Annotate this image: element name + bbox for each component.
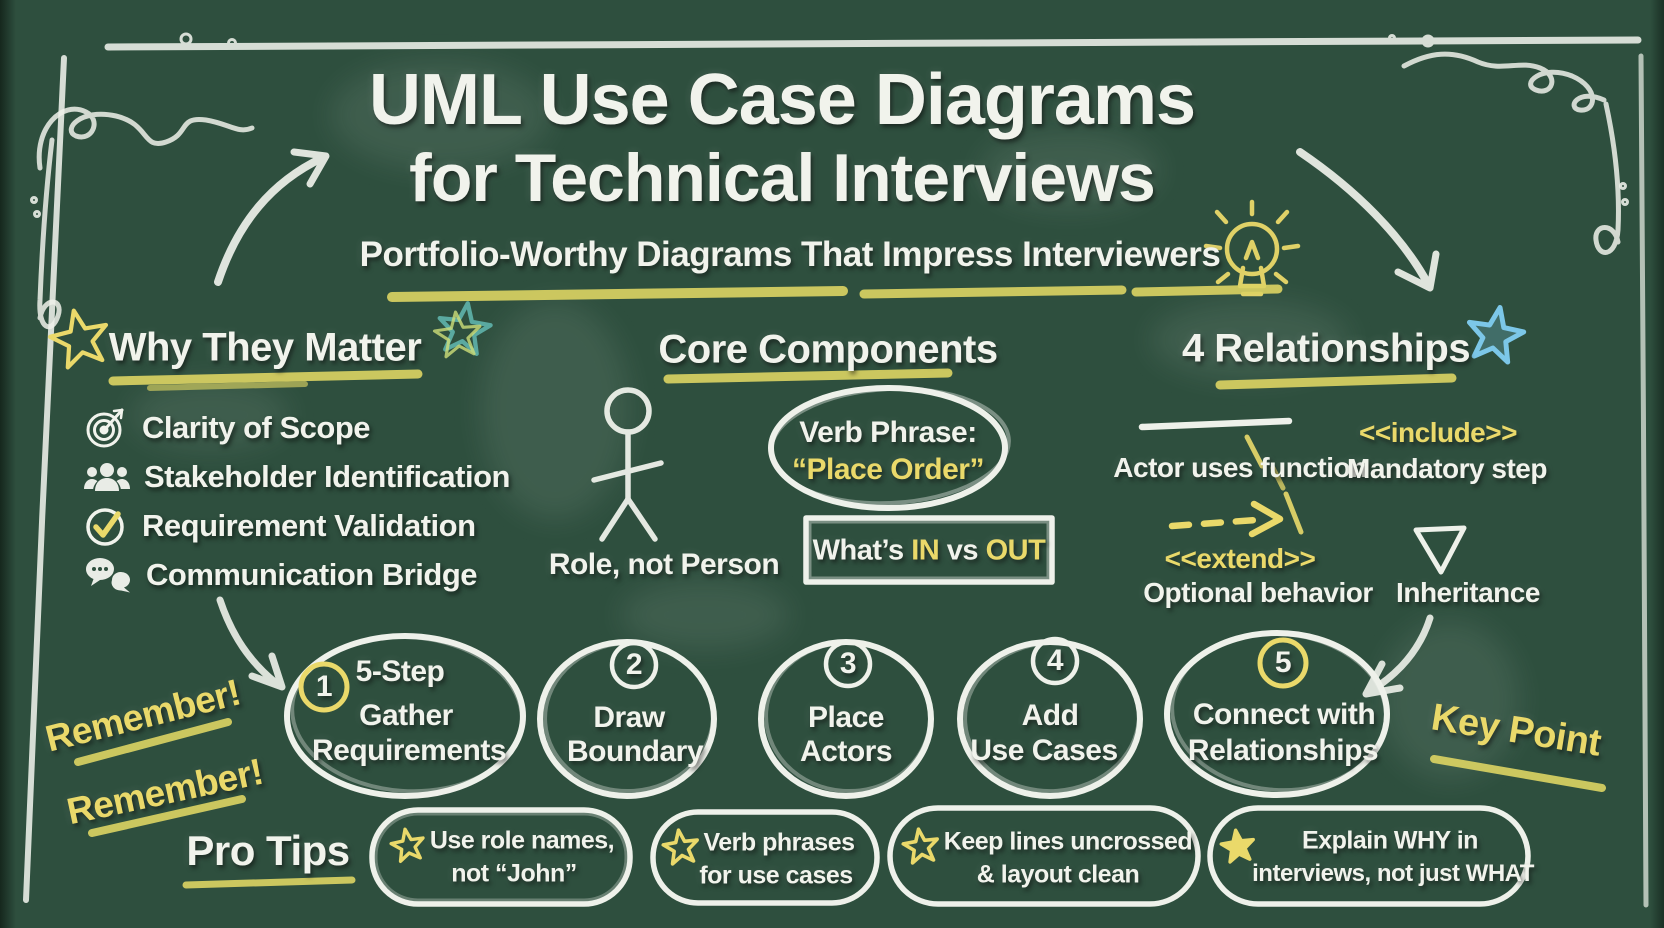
use-case-label-line2: “Place Order” xyxy=(792,453,984,486)
generalization-triangle-icon xyxy=(1413,525,1467,575)
section-heading-relationships: 4 Relationships xyxy=(1181,326,1471,371)
step-number: 4 xyxy=(1046,644,1064,677)
why-item-label: Communication Bridge xyxy=(146,557,478,592)
actor-figure xyxy=(591,387,664,542)
page-subtitle: Portfolio-Worthy Diagrams That Impress I… xyxy=(359,235,1221,274)
step-number: 2 xyxy=(625,648,643,681)
boundary-label-out: OUT xyxy=(985,534,1046,567)
board-edge-shadow-right xyxy=(1650,0,1664,928)
boundary-label-in: IN xyxy=(911,534,940,567)
star-icon-why-left xyxy=(48,308,109,370)
pro-tip-label: Use role names, xyxy=(429,826,615,855)
why-item: Stakeholder Identification xyxy=(84,455,510,499)
board-edge-shadow-left xyxy=(0,0,16,928)
check-circle-icon xyxy=(86,508,124,546)
step-label: Gather xyxy=(359,699,453,732)
why-item: Requirement Validation xyxy=(84,504,476,548)
use-case-label-line1: Verb Phrase: xyxy=(799,416,977,449)
chalk-smudge xyxy=(1150,300,1350,380)
section-heading-core: Core Components xyxy=(658,327,998,372)
pro-tip-label: Explain WHY in xyxy=(1302,826,1478,855)
pro-tip-star-icons xyxy=(389,827,1255,866)
inheritance-label: Inheritance xyxy=(1396,577,1540,608)
steps-intro-label: 5-Step xyxy=(355,655,445,688)
title-arrow-right xyxy=(1296,148,1440,292)
step-number-badges xyxy=(298,636,1309,713)
step-label: Relationships xyxy=(1187,734,1379,767)
step-number: 3 xyxy=(839,647,857,680)
step-label: Requirements xyxy=(311,734,507,767)
pro-tip-label: interviews, not just WHAT xyxy=(1252,860,1534,887)
target-icon xyxy=(86,408,124,448)
pro-tip-label: not “John” xyxy=(451,859,577,888)
why-item: Communication Bridge xyxy=(84,553,478,597)
why-item-label: Requirement Validation xyxy=(142,508,476,543)
star-icon-why-right xyxy=(432,301,493,359)
actor-caption: Role, not Person xyxy=(548,548,780,581)
chalk-smudge xyxy=(130,380,290,450)
why-item-label: Clarity of Scope xyxy=(142,410,371,445)
step-number: 5 xyxy=(1274,646,1292,679)
step-number: 1 xyxy=(315,670,333,703)
system-boundary-box xyxy=(803,515,1055,585)
include-tag: <<include>> xyxy=(1359,417,1517,448)
chalk-smudge xyxy=(330,60,550,170)
extend-tag: <<extend>> xyxy=(1164,543,1316,574)
pro-tip-label: & layout clean xyxy=(976,860,1140,889)
speech-bubbles-icon xyxy=(85,558,130,593)
corner-flourish-right xyxy=(1401,51,1621,255)
step-label: Place xyxy=(808,701,884,734)
pro-tip-ovals xyxy=(369,805,1531,907)
star-icon-relationships xyxy=(1466,304,1527,365)
corner-flourish-left xyxy=(36,106,255,330)
pro-tip-label: Verb phrases xyxy=(703,828,855,857)
boundary-label-pre: What’s xyxy=(812,534,912,567)
extend-label: Optional behavior xyxy=(1143,577,1373,608)
chalk-underlines xyxy=(74,284,1606,889)
border-frame xyxy=(23,32,1649,908)
step-label: Actors xyxy=(799,735,893,768)
why-item: Clarity of Scope xyxy=(84,406,371,450)
pro-tip-label: for use cases xyxy=(699,861,853,890)
chalk-smudge xyxy=(1380,620,1520,780)
step-label: Connect with xyxy=(1192,698,1376,731)
step-label: Boundary xyxy=(566,735,704,768)
association-label: Actor uses function xyxy=(1113,452,1367,483)
include-label: Mandatory step xyxy=(1347,453,1547,484)
pro-tip-label: Keep lines uncrossed xyxy=(943,827,1193,856)
lightbulb-icon xyxy=(1203,199,1301,297)
pro-tips-heading: Pro Tips xyxy=(186,827,350,874)
why-item-label: Stakeholder Identification xyxy=(144,459,510,494)
boundary-label: What’s IN vs OUT xyxy=(813,535,1046,568)
section-heading-why: Why They Matter xyxy=(108,325,422,370)
step-label: Add xyxy=(1021,699,1079,732)
remember-arrow xyxy=(216,596,286,691)
page-title-line2: for Technical Interviews xyxy=(409,140,1156,216)
chalk-smudge xyxy=(620,580,790,650)
association-line xyxy=(1138,417,1293,469)
use-case-ellipse xyxy=(768,385,1011,511)
title-arrow-left xyxy=(214,148,330,286)
step-label: Use Cases xyxy=(970,734,1118,767)
boundary-label-vs: vs xyxy=(939,534,986,567)
page-title-line1: UML Use Case Diagrams xyxy=(368,60,1196,140)
step-label: Draw xyxy=(593,701,665,734)
chalk-smudge xyxy=(980,130,1160,210)
extend-dashed-arrow xyxy=(1168,465,1304,538)
people-icon xyxy=(84,463,130,491)
